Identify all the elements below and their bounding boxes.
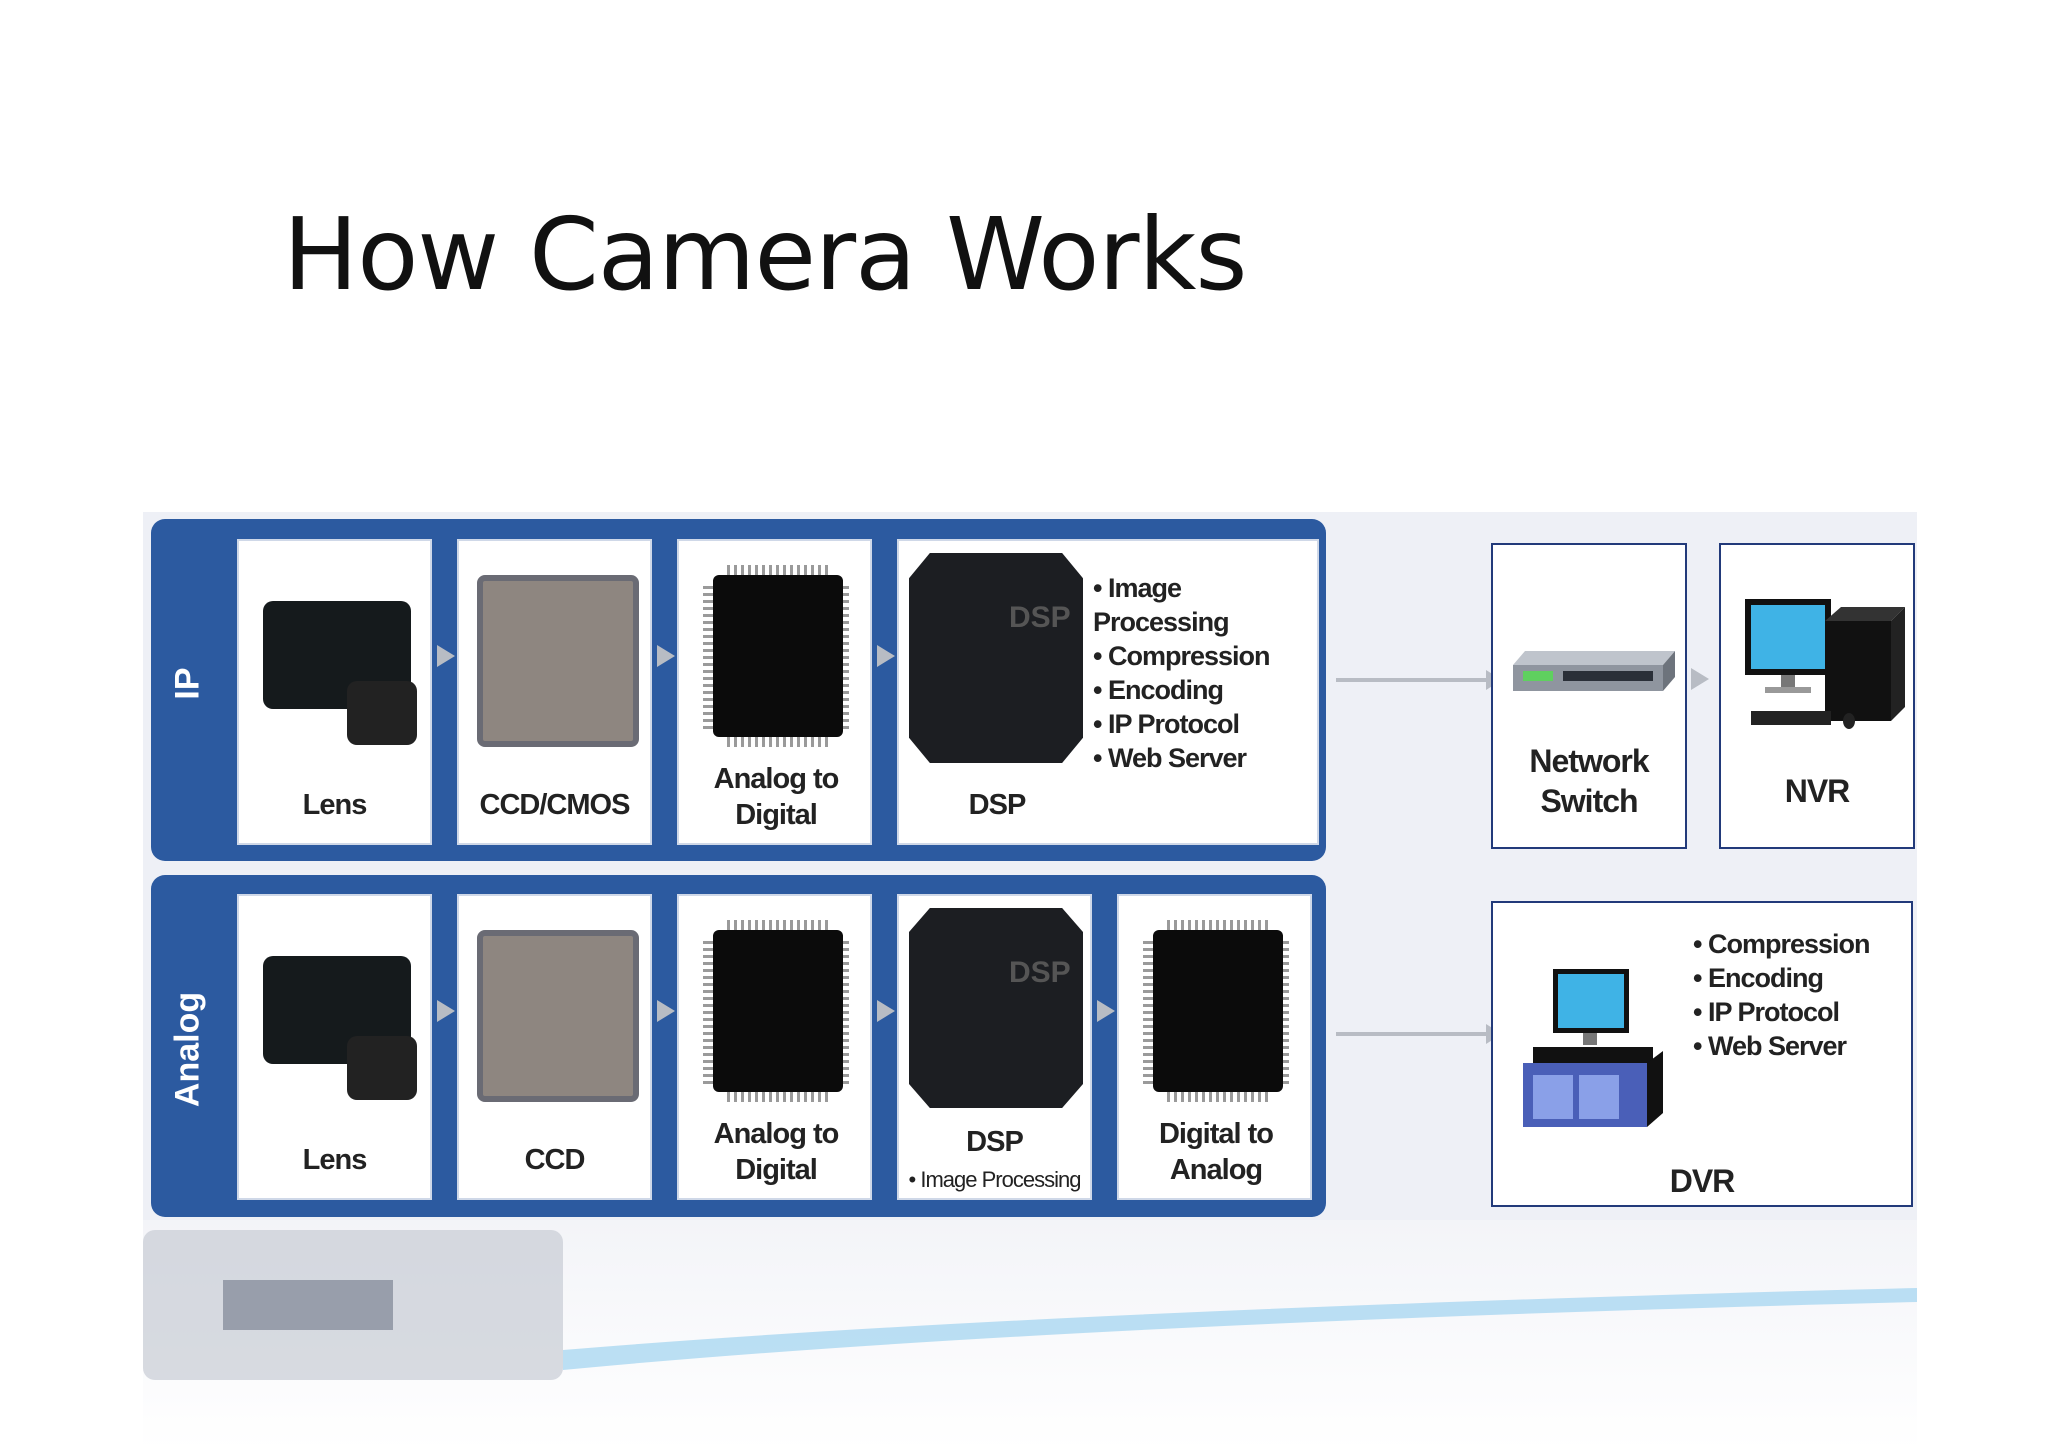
feature-item: Web Server [1093, 741, 1317, 775]
network-switch-text: Network Switch [1529, 743, 1649, 819]
decorative-network-illustration [143, 1220, 1917, 1450]
chip-pins [1143, 938, 1153, 1084]
ip-lens-box: Lens [237, 539, 432, 845]
adc-chip-icon [713, 930, 843, 1092]
feature-item: IP Protocol [1693, 995, 1870, 1029]
ccd-sensor-icon [477, 930, 639, 1102]
analog-dsp-note-text: Image Processing [920, 1167, 1081, 1192]
lens-mount [347, 681, 417, 745]
analog-dac-label: Digital to Analog [1158, 1118, 1274, 1186]
network-switch-box: Network Switch [1491, 543, 1687, 849]
dvr-computer-icon [1523, 969, 1663, 1127]
adc-chip-icon [713, 575, 843, 737]
ccd-sensor-icon [477, 575, 639, 747]
dvr-feature-list: Compression Encoding IP Protocol Web Ser… [1693, 927, 1871, 1063]
dsp-chip-icon: DSP [909, 553, 1083, 763]
slide-title: How Camera Works [283, 196, 1247, 313]
nvr-box: NVR [1719, 543, 1915, 849]
chip-pins [1167, 1092, 1271, 1102]
chip-pins [727, 1092, 831, 1102]
feature-item: Encoding [1693, 961, 1870, 995]
arrow-icon [657, 645, 675, 667]
analog-adc-box: Analog to Digital [677, 894, 872, 1200]
analog-adc-label: Analog to Digital [713, 1118, 840, 1186]
ip-adc-label: Analog to Digital [713, 763, 840, 831]
arrow-icon [1691, 668, 1709, 690]
arrow-icon [437, 1000, 455, 1022]
chip-pins [727, 565, 831, 575]
analog-lens-box: Lens [237, 894, 432, 1200]
chip-pins [727, 920, 831, 930]
feature-item: Compression [1693, 927, 1871, 961]
ip-lens-label: Lens [302, 789, 368, 821]
feature-item: Encoding [1093, 673, 1317, 707]
dsp-chip-marking: DSP [1009, 956, 1071, 989]
analog-sensor-label: CCD [524, 1144, 586, 1176]
analog-dac-box: Digital to Analog [1117, 894, 1312, 1200]
network-switch-label: Network Switch [1493, 741, 1685, 821]
arrow-icon [877, 645, 895, 667]
arrow-icon [1097, 1000, 1115, 1022]
feature-item: IP Protocol [1093, 707, 1317, 741]
analog-sensor-box: CCD [457, 894, 652, 1200]
nvr-label: NVR [1784, 773, 1851, 809]
chip-pins [703, 583, 713, 729]
analog-output-arrow [1336, 1024, 1502, 1044]
feature-item: Image Processing [1093, 571, 1317, 639]
lens-mount [347, 1036, 417, 1100]
analog-dsp-label: DSP [966, 1126, 1024, 1158]
arrow-icon [877, 1000, 895, 1022]
chip-pins [727, 737, 831, 747]
chip-pins [839, 938, 849, 1084]
analog-lens-label: Lens [302, 1144, 368, 1176]
ip-sensor-box: CCD/CMOS [457, 539, 652, 845]
dsp-chip-icon: DSP [909, 908, 1083, 1108]
chip-pins [839, 583, 849, 729]
feature-item: Compression [1093, 639, 1317, 673]
dvr-box: Compression Encoding IP Protocol Web Ser… [1491, 901, 1913, 1207]
ip-adc-box: Analog to Digital [677, 539, 872, 845]
nvr-computer-icon [1745, 599, 1905, 729]
network-cable-illustration [143, 1230, 1917, 1380]
ip-sensor-label: CCD/CMOS [479, 789, 631, 821]
analog-band-label: Analog [168, 991, 207, 1108]
network-switch-icon [1513, 651, 1675, 691]
dvr-label: DVR [1669, 1163, 1736, 1199]
dsp-chip-marking: DSP [1009, 601, 1071, 634]
arrow-icon [437, 645, 455, 667]
chip-pins [1279, 938, 1289, 1084]
dac-chip-icon [1153, 930, 1283, 1092]
arrow-icon [657, 1000, 675, 1022]
ip-dsp-feature-list: Image Processing Compression Encoding IP… [1093, 571, 1317, 775]
ip-output-arrow [1336, 670, 1502, 690]
ip-dsp-label: DSP [968, 789, 1027, 821]
ip-band-label: IP [168, 667, 207, 700]
ip-dsp-box: DSP DSP Image Processing Compression Enc… [897, 539, 1319, 845]
analog-dsp-note: • Image Processing [908, 1167, 1082, 1192]
chip-pins [1167, 920, 1271, 930]
chip-pins [703, 938, 713, 1084]
analog-dsp-box: DSP DSP • Image Processing [897, 894, 1092, 1200]
feature-item: Web Server [1693, 1029, 1870, 1063]
